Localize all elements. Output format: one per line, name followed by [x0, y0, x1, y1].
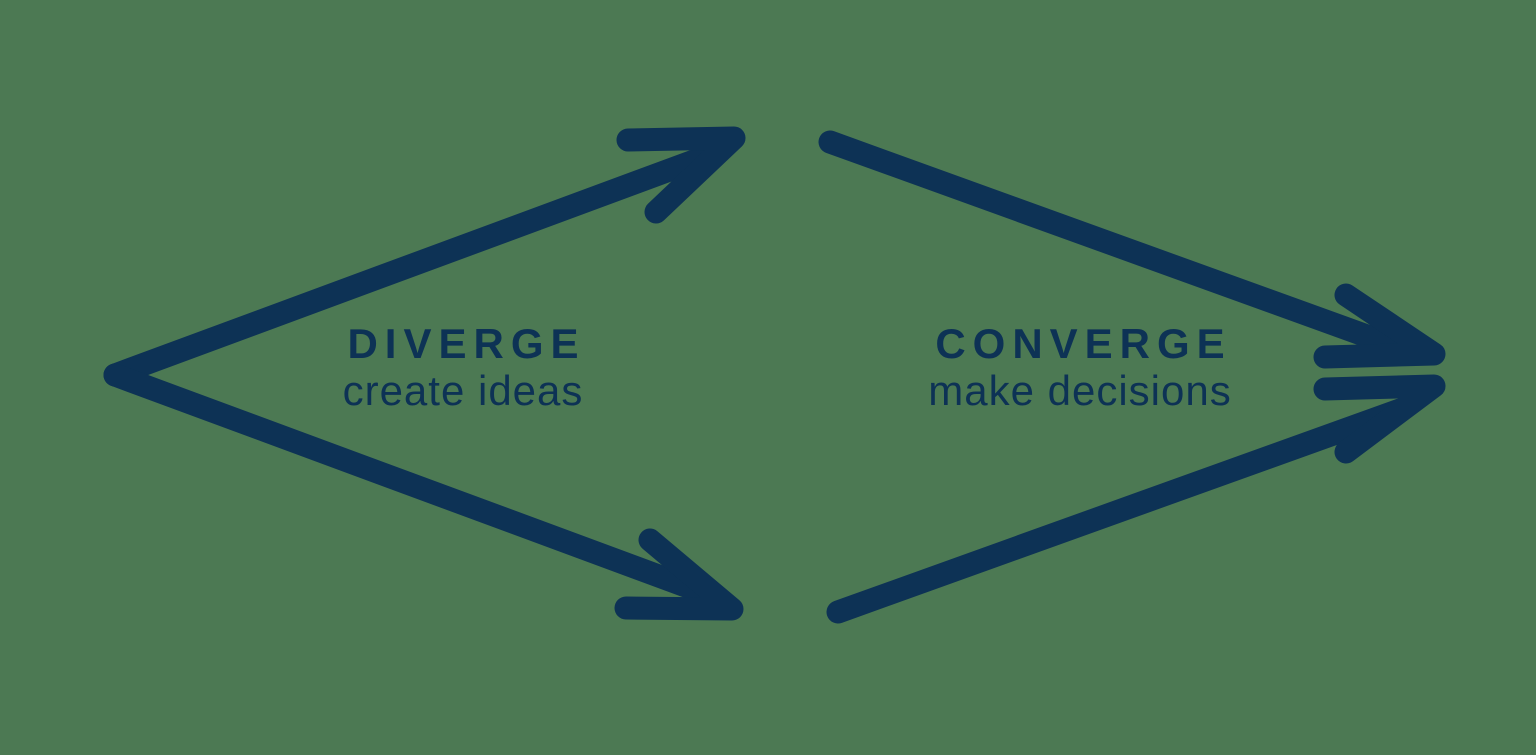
converge-title: CONVERGE: [935, 320, 1232, 367]
converge-top-arrow-icon: [818, 130, 1446, 369]
diverge-top-arrow-icon: [103, 126, 746, 387]
diverge-bottom-arrow-icon: [103, 363, 744, 621]
diverge-subtitle: create ideas: [342, 367, 584, 414]
diverge-title: DIVERGE: [347, 320, 586, 367]
converge-bottom-arrow-icon: [826, 374, 1446, 624]
converge-label: CONVERGE make decisions: [928, 322, 1231, 413]
diverge-label: DIVERGE create ideas: [340, 322, 585, 413]
converge-subtitle: make decisions: [928, 367, 1232, 414]
